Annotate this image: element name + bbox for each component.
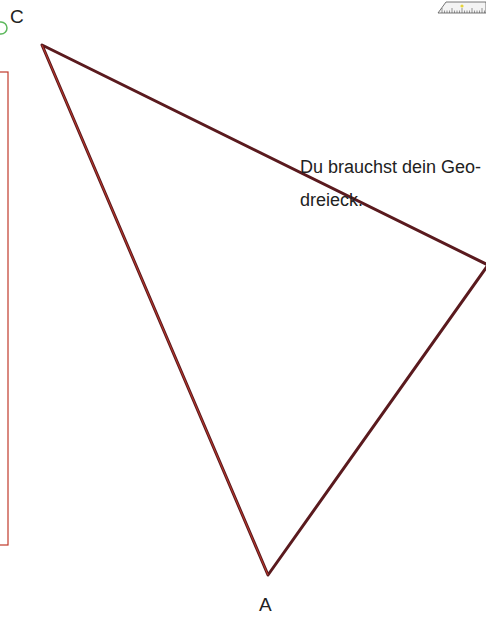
marker-circle: [0, 22, 7, 34]
triangle: [42, 45, 486, 575]
geodreieck-icon: [438, 2, 486, 13]
highlighted-side: [42, 45, 268, 575]
instruction-note: Du brauchst dein Geo- dreieck.: [300, 151, 484, 217]
panel-frame: [0, 72, 8, 545]
vertex-label: C: [10, 6, 24, 29]
vertex-label: A: [259, 594, 272, 617]
